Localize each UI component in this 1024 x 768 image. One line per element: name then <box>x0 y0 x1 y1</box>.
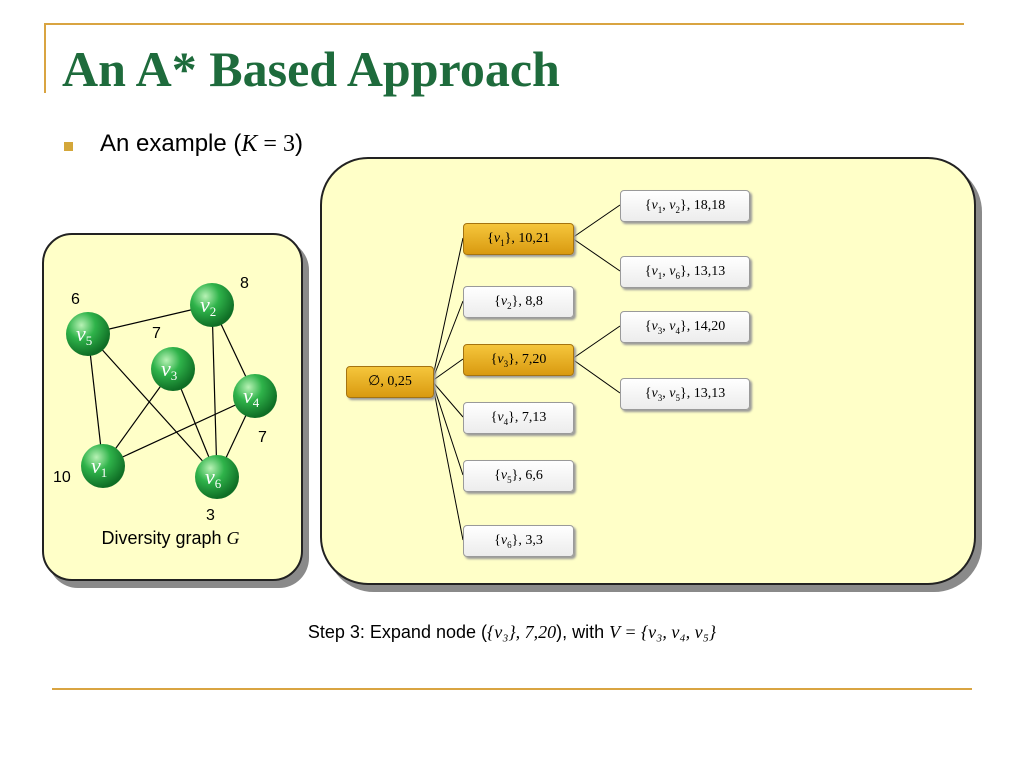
node-v3: v3 <box>151 347 195 391</box>
tree-node-v1-v2: {v1, v2}, 18,18 <box>620 190 750 222</box>
top-rule-vertical <box>44 23 46 93</box>
weight-v4: 7 <box>258 429 267 446</box>
node-v4: v4 <box>233 374 277 418</box>
weight-v1: 10 <box>53 469 71 486</box>
node-v2: v2 <box>190 283 234 327</box>
graph-caption: Diversity graph G <box>101 528 240 548</box>
page-title: An A* Based Approach <box>62 41 560 97</box>
diversity-graph: v5 v2 v3 v4 v1 v6 6 8 7 7 10 3 <box>53 275 277 524</box>
weight-v3: 7 <box>152 325 161 342</box>
tree-node-v3-v4: {v3, v4}, 14,20 <box>620 311 750 343</box>
tree-node-v1-v6: {v1, v6}, 13,13 <box>620 256 750 288</box>
node-v6: v6 <box>195 455 239 499</box>
weight-v2: 8 <box>240 275 249 292</box>
tree-node-v5: {v5}, 6,6 <box>463 460 574 492</box>
bullet-text: An example (K = 3) <box>100 130 303 157</box>
bullet-square-icon <box>64 142 73 151</box>
node-v1: v1 <box>81 444 125 488</box>
top-rule-horizontal <box>44 23 964 25</box>
tree-node-v3-v5: {v3, v5}, 13,13 <box>620 378 750 410</box>
tree-node-root: ∅, 0,25 <box>346 366 434 398</box>
tree-node-v1: {v1}, 10,21 <box>463 223 574 255</box>
tree-node-v2: {v2}, 8,8 <box>463 286 574 318</box>
weight-v6: 3 <box>206 507 215 524</box>
edge-v2-v6 <box>211 304 218 478</box>
node-weights: 6 8 7 7 10 3 <box>53 275 267 524</box>
weight-v5: 6 <box>71 291 80 308</box>
tree-node-v6: {v6}, 3,3 <box>463 525 574 557</box>
edge-v5-v1 <box>87 333 104 467</box>
step-caption: Step 3: Expand node ({v₃}, 7,20), with V… <box>307 622 717 642</box>
node-v5: v5 <box>66 312 110 356</box>
tree-node-v4: {v4}, 7,13 <box>463 402 574 434</box>
edge-v1-v4 <box>102 395 256 467</box>
graph-nodes: v5 v2 v3 v4 v1 v6 <box>66 283 277 499</box>
edge-v5-v6 <box>87 333 218 478</box>
bottom-rule <box>52 688 972 690</box>
tree-node-v3: {v3}, 7,20 <box>463 344 574 376</box>
